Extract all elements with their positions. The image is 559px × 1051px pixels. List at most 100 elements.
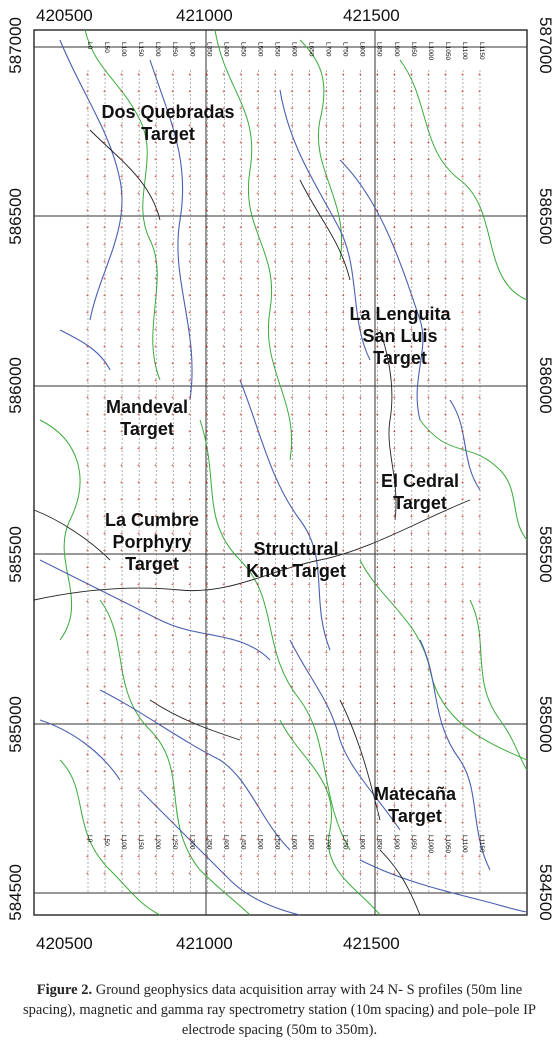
station-marker: + [478, 633, 481, 639]
station-marker: + [120, 89, 123, 95]
station-marker: + [376, 72, 379, 78]
station-marker: + [342, 667, 345, 673]
station-marker: + [359, 429, 362, 435]
station-marker: + [86, 871, 89, 877]
station-marker: + [273, 752, 276, 758]
station-marker: + [120, 72, 123, 78]
station-marker: + [222, 225, 225, 231]
station-marker: + [308, 140, 311, 146]
station-marker: + [427, 531, 430, 537]
station-marker: + [103, 837, 106, 843]
station-marker: + [376, 480, 379, 486]
station-marker: + [239, 718, 242, 724]
target-label-line: San Luis [362, 326, 438, 346]
station-marker: + [239, 650, 242, 656]
station-marker: + [461, 871, 464, 877]
profile-label-bottom: L550 [273, 835, 280, 850]
station-marker: + [376, 191, 379, 197]
station-marker: + [478, 89, 481, 95]
easting-label-top: 421500 [343, 6, 400, 25]
station-marker: + [427, 480, 430, 486]
station-marker: + [137, 89, 140, 95]
profile-label-top: L350 [205, 42, 212, 57]
station-marker: + [154, 786, 157, 792]
station-marker: + [308, 208, 311, 214]
station-marker: + [308, 803, 311, 809]
station-marker: + [273, 497, 276, 503]
station-marker: + [205, 140, 208, 146]
profile-label-bottom: L1050 [444, 835, 451, 853]
station-marker: + [478, 514, 481, 520]
station-marker: + [137, 480, 140, 486]
station-marker: + [188, 497, 191, 503]
station-marker: + [461, 310, 464, 316]
station-marker: + [239, 412, 242, 418]
station-marker: + [291, 242, 294, 248]
station-marker: + [444, 378, 447, 384]
station-marker: + [291, 259, 294, 265]
station-marker: + [273, 276, 276, 282]
station-marker: + [239, 582, 242, 588]
station-marker: + [359, 259, 362, 265]
profile-label-top: L500 [256, 42, 263, 57]
station-marker: + [86, 378, 89, 384]
station-marker: + [171, 548, 174, 554]
station-marker: + [120, 548, 123, 554]
station-marker: + [461, 395, 464, 401]
station-marker: + [188, 208, 191, 214]
station-marker: + [86, 310, 89, 316]
station-marker: + [342, 599, 345, 605]
station-marker: + [273, 242, 276, 248]
station-marker: + [393, 752, 396, 758]
station-marker: + [461, 684, 464, 690]
station-marker: + [171, 395, 174, 401]
station-marker: + [308, 565, 311, 571]
station-marker: + [478, 344, 481, 350]
station-marker: + [308, 786, 311, 792]
easting-label-top: 421000 [176, 6, 233, 25]
station-marker: + [376, 106, 379, 112]
station-marker: + [256, 72, 259, 78]
station-marker: + [120, 242, 123, 248]
station-marker: + [205, 548, 208, 554]
station-marker: + [410, 327, 413, 333]
station-marker: + [205, 242, 208, 248]
station-marker: + [103, 650, 106, 656]
station-marker: + [461, 293, 464, 299]
station-marker: + [342, 616, 345, 622]
station-marker: + [393, 684, 396, 690]
station-marker: + [103, 599, 106, 605]
station-marker: + [154, 769, 157, 775]
station-marker: + [342, 361, 345, 367]
station-marker: + [478, 140, 481, 146]
station-marker: + [171, 769, 174, 775]
station-marker: + [205, 735, 208, 741]
station-marker: + [137, 650, 140, 656]
station-marker: + [137, 565, 140, 571]
station-marker: + [376, 89, 379, 95]
station-marker: + [359, 276, 362, 282]
station-marker: + [308, 514, 311, 520]
station-marker: + [205, 616, 208, 622]
station-marker: + [410, 531, 413, 537]
station-marker: + [137, 803, 140, 809]
station-marker: + [444, 616, 447, 622]
station-marker: + [444, 565, 447, 571]
station-marker: + [393, 463, 396, 469]
northing-label-right: 584500 [536, 864, 555, 921]
station-marker: + [137, 276, 140, 282]
station-marker: + [444, 735, 447, 741]
station-marker: + [410, 599, 413, 605]
target-label-line: La Cumbre [104, 510, 200, 530]
station-marker: + [376, 327, 379, 333]
station-marker: + [427, 667, 430, 673]
station-marker: + [376, 769, 379, 775]
station-marker: + [86, 803, 89, 809]
station-marker: + [188, 837, 191, 843]
station-marker: + [137, 344, 140, 350]
station-marker: + [188, 157, 191, 163]
station-marker: + [308, 480, 311, 486]
station-marker: + [120, 701, 123, 707]
station-marker: + [273, 599, 276, 605]
station-marker: + [188, 106, 191, 112]
